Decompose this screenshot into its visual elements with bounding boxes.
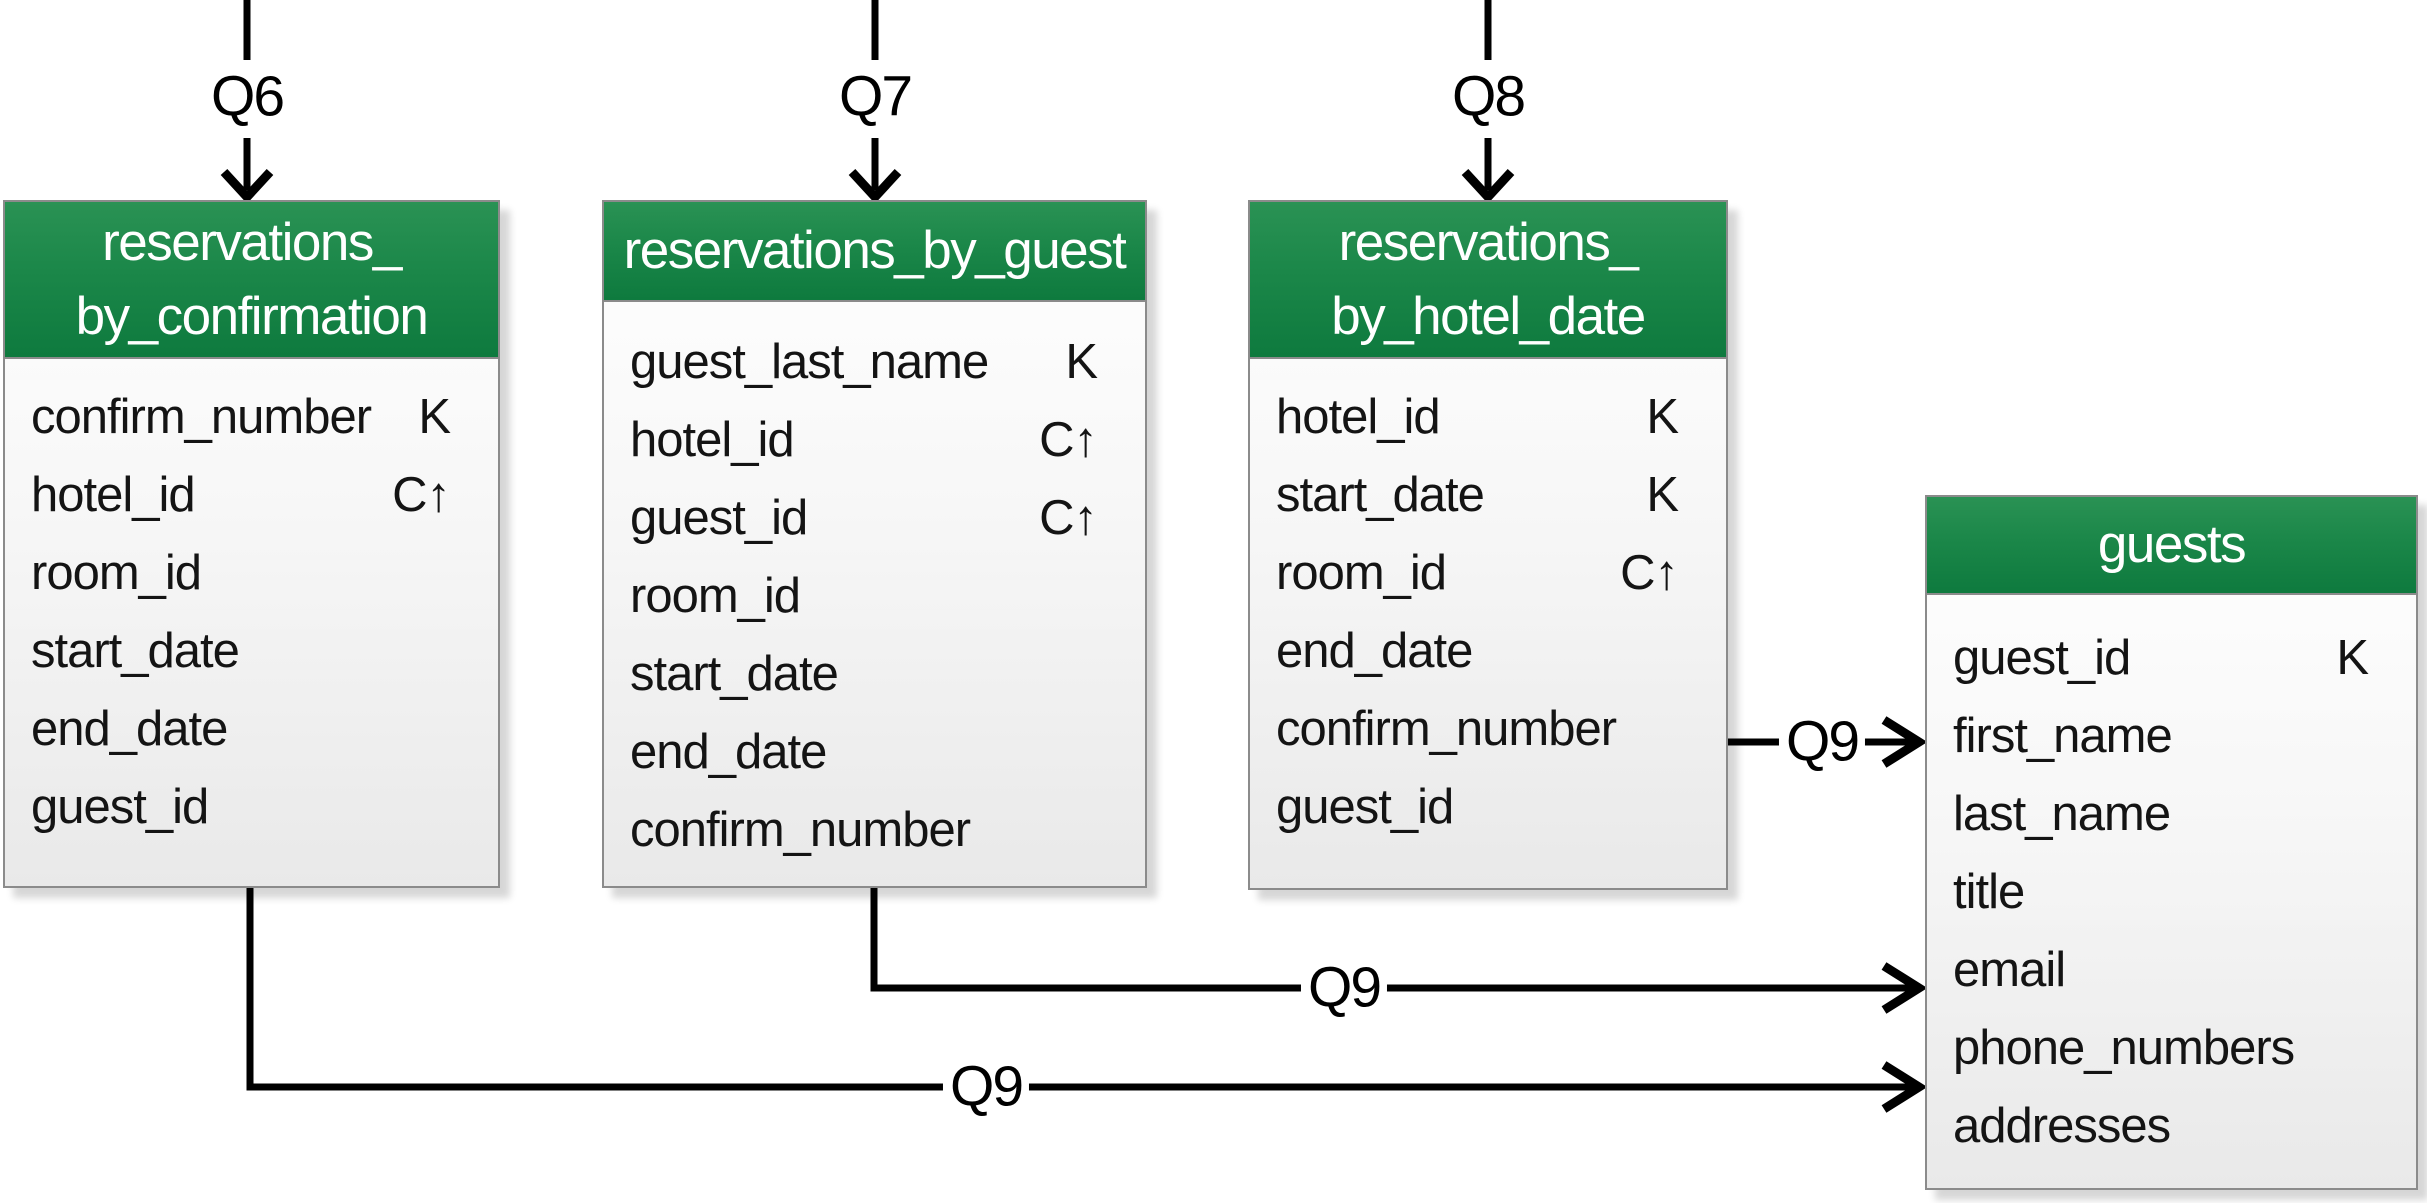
field-row: end_date — [604, 713, 1145, 791]
field-name: room_id — [31, 546, 202, 600]
field-name: end_date — [1276, 624, 1473, 678]
field-row: start_date — [604, 635, 1145, 713]
key-indicator: K — [1065, 335, 1098, 389]
field-name: guest_id — [31, 780, 209, 834]
field-name: first_name — [1953, 709, 2173, 763]
field-row: last_name — [1927, 775, 2416, 853]
field-name: confirm_number — [630, 803, 971, 857]
field-name: title — [1953, 865, 2025, 919]
key-indicator: C↑ — [1620, 546, 1679, 600]
q8-arrowhead — [1461, 168, 1515, 204]
field-row: phone_numbers — [1927, 1009, 2416, 1087]
field-row: room_id C↑ — [1250, 534, 1726, 612]
field-name: end_date — [630, 725, 827, 779]
field-row: start_date K — [1250, 456, 1726, 534]
q9-hotel-date-arrowhead — [1881, 716, 1928, 768]
table-fields: hotel_id K start_date K room_id C↑ end_d… — [1250, 359, 1726, 846]
key-indicator: C↑ — [1039, 491, 1098, 545]
field-name: room_id — [1276, 546, 1447, 600]
field-row: end_date — [1250, 612, 1726, 690]
query-label-q6: Q6 — [203, 66, 291, 128]
field-name: email — [1953, 943, 2066, 997]
field-row: guest_id — [5, 768, 498, 846]
field-name: last_name — [1953, 787, 2171, 841]
field-row: end_date — [5, 690, 498, 768]
key-indicator: K — [2336, 631, 2369, 685]
q9-guest-arrowhead — [1881, 962, 1928, 1014]
field-name: confirm_number — [1276, 702, 1617, 756]
field-row: room_id — [604, 557, 1145, 635]
table-title-reservations-by-hotel-date: reservations_ by_hotel_date — [1250, 202, 1726, 359]
key-indicator: C↑ — [1039, 413, 1098, 467]
field-name: room_id — [630, 569, 801, 623]
field-row: guest_id K — [1927, 619, 2416, 697]
table-fields: guest_last_name K hotel_id C↑ guest_id C… — [604, 302, 1145, 869]
field-row: guest_id — [1250, 768, 1726, 846]
table-reservations-by-confirmation: reservations_ by_confirmation confirm_nu… — [3, 200, 500, 888]
field-name: guest_id — [1953, 631, 2131, 685]
query-label-q7: Q7 — [831, 66, 919, 128]
field-row: hotel_id C↑ — [604, 401, 1145, 479]
field-name: addresses — [1953, 1099, 2171, 1153]
key-indicator: K — [1646, 468, 1679, 522]
field-name: start_date — [1276, 468, 1485, 522]
field-row: addresses — [1927, 1087, 2416, 1165]
q6-arrowhead — [220, 168, 274, 204]
field-row: start_date — [5, 612, 498, 690]
table-fields: guest_id K first_name last_name title em… — [1927, 595, 2416, 1165]
q9-confirmation-arrowhead — [1881, 1061, 1928, 1113]
table-reservations-by-hotel-date: reservations_ by_hotel_date hotel_id K s… — [1248, 200, 1728, 890]
key-indicator: K — [418, 390, 451, 444]
field-row: hotel_id K — [1250, 378, 1726, 456]
field-name: confirm_number — [31, 390, 372, 444]
field-name: guest_last_name — [630, 335, 989, 389]
key-indicator: K — [1646, 390, 1679, 444]
table-title-reservations-by-guest: reservations_by_guest — [604, 202, 1145, 302]
field-row: room_id — [5, 534, 498, 612]
table-guests: guests guest_id K first_name last_name t… — [1925, 495, 2418, 1190]
q9-confirmation-line — [246, 888, 1912, 1091]
field-row: confirm_number K — [5, 378, 498, 456]
field-name: guest_id — [1276, 780, 1454, 834]
field-name: end_date — [31, 702, 228, 756]
field-name: phone_numbers — [1953, 1021, 2295, 1075]
field-row: guest_last_name K — [604, 323, 1145, 401]
table-title-guests: guests — [1927, 497, 2416, 595]
field-name: hotel_id — [1276, 390, 1441, 444]
query-label-q9-guest: Q9 — [1300, 957, 1388, 1019]
field-name: start_date — [31, 624, 240, 678]
field-name: hotel_id — [630, 413, 795, 467]
table-title-reservations-by-confirmation: reservations_ by_confirmation — [5, 202, 498, 359]
field-name: start_date — [630, 647, 839, 701]
field-row: title — [1927, 853, 2416, 931]
key-indicator: C↑ — [392, 468, 451, 522]
field-row: confirm_number — [604, 791, 1145, 869]
query-label-q9-confirmation: Q9 — [942, 1056, 1030, 1118]
field-row: guest_id C↑ — [604, 479, 1145, 557]
field-row: hotel_id C↑ — [5, 456, 498, 534]
q9-guest-line — [870, 888, 1912, 992]
field-name: guest_id — [630, 491, 808, 545]
field-row: confirm_number — [1250, 690, 1726, 768]
query-label-q9-hotel-date: Q9 — [1778, 711, 1866, 773]
table-reservations-by-guest: reservations_by_guest guest_last_name K … — [602, 200, 1147, 888]
table-fields: confirm_number K hotel_id C↑ room_id sta… — [5, 359, 498, 846]
q7-arrowhead — [848, 168, 902, 204]
query-label-q8: Q8 — [1444, 66, 1532, 128]
field-row: first_name — [1927, 697, 2416, 775]
field-name: hotel_id — [31, 468, 196, 522]
field-row: email — [1927, 931, 2416, 1009]
